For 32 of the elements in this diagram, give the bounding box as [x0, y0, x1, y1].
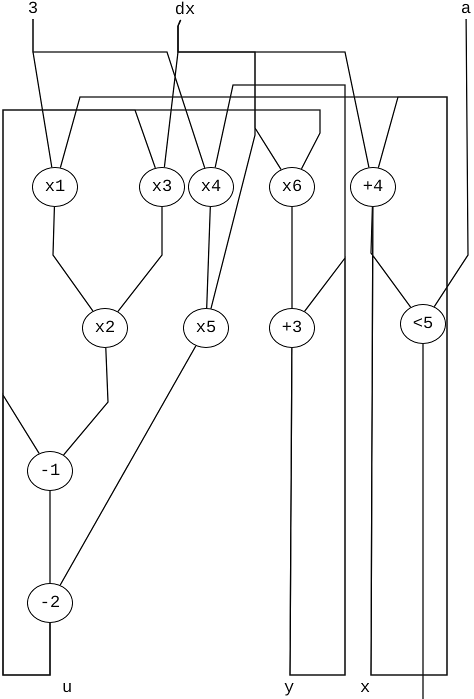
- input-label: a: [454, 0, 474, 19]
- output-label: u: [62, 680, 72, 697]
- connector-line: [32, 19, 206, 168]
- connector-line: [422, 344, 424, 699]
- connector-line: [289, 256, 346, 676]
- connector-line: [291, 207, 293, 308]
- connector-line: [434, 19, 469, 307]
- operation-node: <5: [400, 304, 446, 344]
- operation-node: x3: [139, 167, 185, 207]
- operation-node: x6: [269, 167, 315, 207]
- input-label: 3: [21, 0, 45, 19]
- connector-line: [177, 20, 370, 168]
- connector-line: [370, 96, 448, 676]
- operation-node: +3: [269, 308, 315, 348]
- connector-line: [2, 392, 51, 676]
- connector-line: [117, 207, 163, 312]
- connector-line: [49, 491, 51, 583]
- operation-node: x4: [188, 167, 234, 207]
- connector-line: [63, 348, 109, 456]
- output-label: x: [360, 680, 370, 697]
- operation-node: x5: [183, 308, 229, 348]
- output-label: y: [284, 680, 294, 697]
- operation-node: -1: [27, 451, 73, 491]
- connector-line: [52, 206, 94, 312]
- operation-node: x1: [32, 167, 78, 207]
- connector-line: [206, 206, 211, 308]
- input-label: dx: [168, 0, 202, 20]
- operation-node: x2: [82, 308, 128, 348]
- connector-line: [370, 206, 412, 308]
- operation-node: -2: [27, 583, 73, 623]
- operation-node: +4: [350, 167, 396, 207]
- connector-line: [60, 346, 196, 586]
